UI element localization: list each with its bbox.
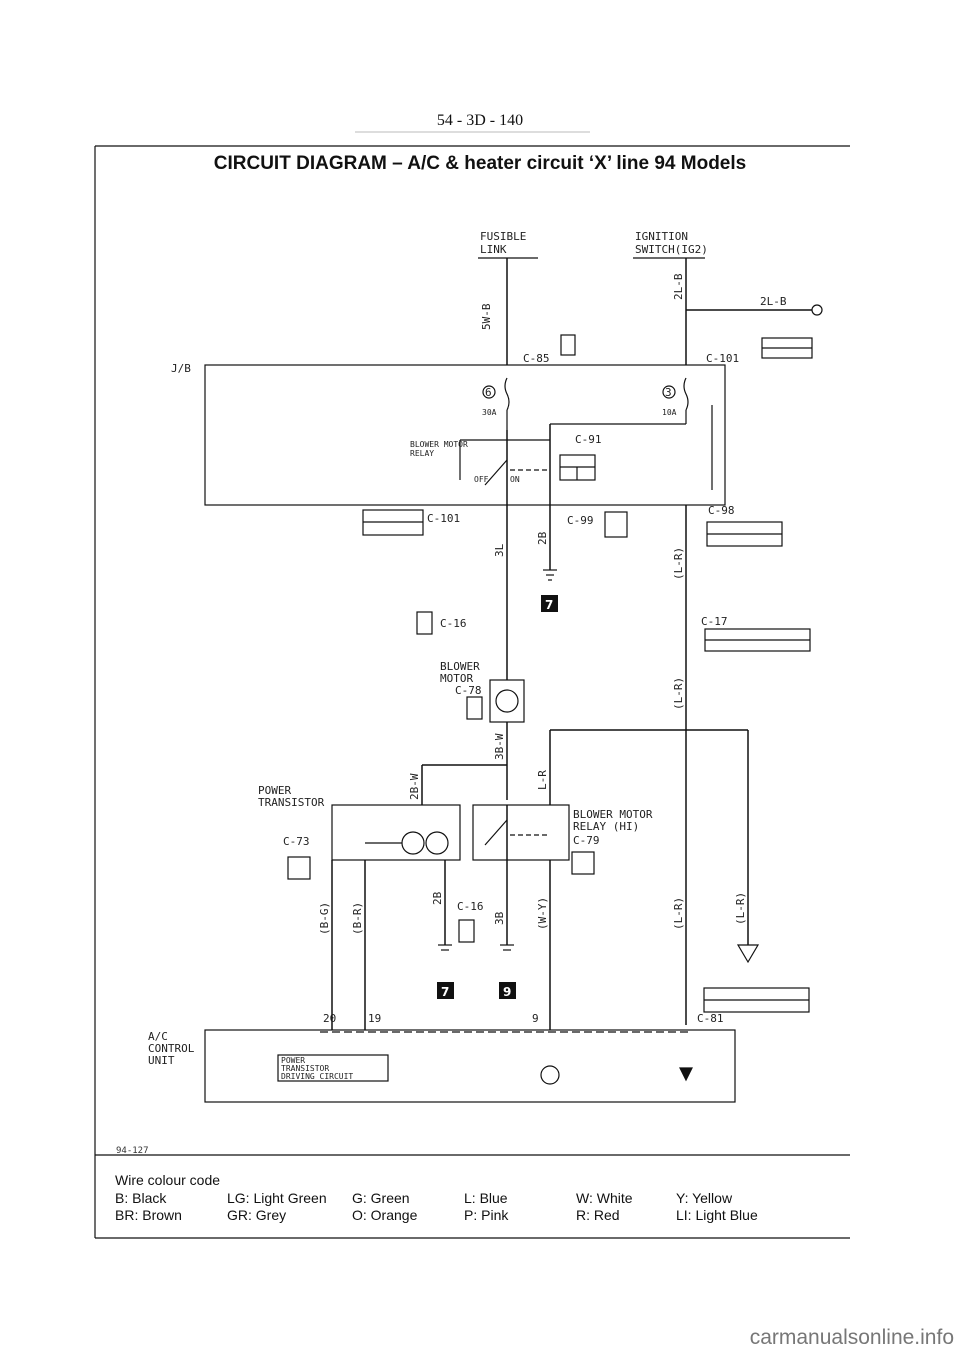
ignition-label-1: IGNITION <box>635 230 688 243</box>
wire-lr-label: (L-R) <box>672 547 685 580</box>
control-unit-label-2: CONTROL <box>148 1042 195 1055</box>
c81-label: C-81 <box>697 1012 724 1025</box>
c101b-label: C-101 <box>427 512 460 525</box>
relay-on: ON <box>510 475 520 484</box>
wire-2b-lower-label: 2B <box>431 891 444 905</box>
wire-3b-label: 3B <box>493 911 506 925</box>
blower-label-2: MOTOR <box>440 672 473 685</box>
fuse3-label: 3 <box>665 386 672 399</box>
legend-item: O: Orange <box>352 1207 418 1223</box>
c16-label: C-16 <box>440 617 467 630</box>
ground-7b-label: 7 <box>441 985 449 999</box>
page-number: 54 - 3D - 140 <box>436 112 524 129</box>
wire-lr-hi-label: L-R <box>536 770 549 790</box>
legend-item: BR: Brown <box>115 1207 182 1223</box>
c73-label: C-73 <box>283 835 310 848</box>
wire-2lb-right-label: 2L-B <box>760 295 787 308</box>
fusible-link-label-2: LINK <box>480 243 507 256</box>
power-transistor-label-1: POWER <box>258 784 291 797</box>
relay-label-1: BLOWER MOTOR <box>410 440 468 449</box>
legend-item: Y: Yellow <box>676 1190 733 1206</box>
ptd-label-2: TRANSISTOR <box>281 1064 329 1073</box>
fusible-link-label-1: FUSIBLE <box>480 230 526 243</box>
diagram-title: CIRCUIT DIAGRAM – A/C & heater circuit ‘… <box>213 153 747 174</box>
control-unit-label-1: A/C <box>148 1030 168 1043</box>
legend-item: P: Pink <box>464 1207 509 1223</box>
watermark: carmanualsonline.info <box>749 1326 954 1349</box>
blower-label-1: BLOWER <box>440 660 480 673</box>
fuse6-amp: 30A <box>482 408 497 417</box>
wire-lr4-label: (L-R) <box>672 897 685 930</box>
jb-label: J/B <box>171 362 191 375</box>
wire-3bw-label: 3B-W <box>493 733 506 760</box>
fuse3-amp: 10A <box>662 408 677 417</box>
legend-item: R: Red <box>576 1207 620 1223</box>
legend-item: B: Black <box>115 1190 167 1206</box>
power-transistor-label-2: TRANSISTOR <box>258 796 325 809</box>
wire-2lb-label: 2L-B <box>672 273 685 300</box>
c78-label: C-78 <box>455 684 482 697</box>
fuse6-label: 6 <box>485 386 492 399</box>
jb-box <box>204 364 726 506</box>
pin20-label: 20 <box>323 1012 336 1025</box>
ptd-label-1: POWER <box>281 1056 305 1065</box>
wire-lr5-label: (L-R) <box>734 892 747 925</box>
wire-wy-label: (W-Y) <box>536 897 549 930</box>
diagram-code: 94-127 <box>116 1146 149 1156</box>
legend-item: G: Green <box>352 1190 410 1206</box>
c17-label: C-17 <box>701 615 728 628</box>
c91-label: C-91 <box>575 433 602 446</box>
legend-item: GR: Grey <box>227 1207 287 1223</box>
legend-item: LI: Light Blue <box>676 1207 758 1223</box>
c16b-label: C-16 <box>457 900 484 913</box>
wire-br-label: (B-R) <box>351 902 364 935</box>
control-unit-label-3: UNIT <box>148 1054 175 1067</box>
legend-item: L: Blue <box>464 1190 508 1206</box>
hi-relay-label-1: BLOWER MOTOR <box>573 808 653 821</box>
hi-relay-label-2: RELAY (HI) <box>573 820 639 833</box>
wire-2b-label: 2B <box>536 531 549 545</box>
ignition-label-2: SWITCH(IG2) <box>635 243 708 256</box>
pin19-label: 19 <box>368 1012 381 1025</box>
relay-label-2: RELAY <box>410 449 434 458</box>
wire-bg-label: (B-G) <box>318 902 331 935</box>
ptd-label-3: DRIVING CIRCUIT <box>281 1072 353 1081</box>
c98-label: C-98 <box>708 504 735 517</box>
pin9-label: 9 <box>532 1012 539 1025</box>
wire-lr2-label: (L-R) <box>672 677 685 710</box>
relay-off: OFF <box>474 475 489 484</box>
wire-colour-legend: Wire colour code B: Black LG: Light Gree… <box>115 1172 835 1223</box>
legend-header: Wire colour code <box>115 1172 221 1188</box>
wire-5wb-label: 5W-B <box>480 303 493 330</box>
c85-label: C-85 <box>523 352 550 365</box>
control-unit-box <box>204 1029 736 1103</box>
wire-2bw-label: 2B-W <box>408 773 421 800</box>
c79-label: C-79 <box>573 834 600 847</box>
c101-label: C-101 <box>706 352 739 365</box>
ground-7-label: 7 <box>545 598 553 612</box>
c99-label: C-99 <box>567 514 594 527</box>
legend-item: LG: Light Green <box>227 1190 327 1206</box>
ground-9-label: 9 <box>503 985 511 999</box>
legend-item: W: White <box>576 1190 633 1206</box>
wire-3l-label: 3L <box>493 543 506 557</box>
